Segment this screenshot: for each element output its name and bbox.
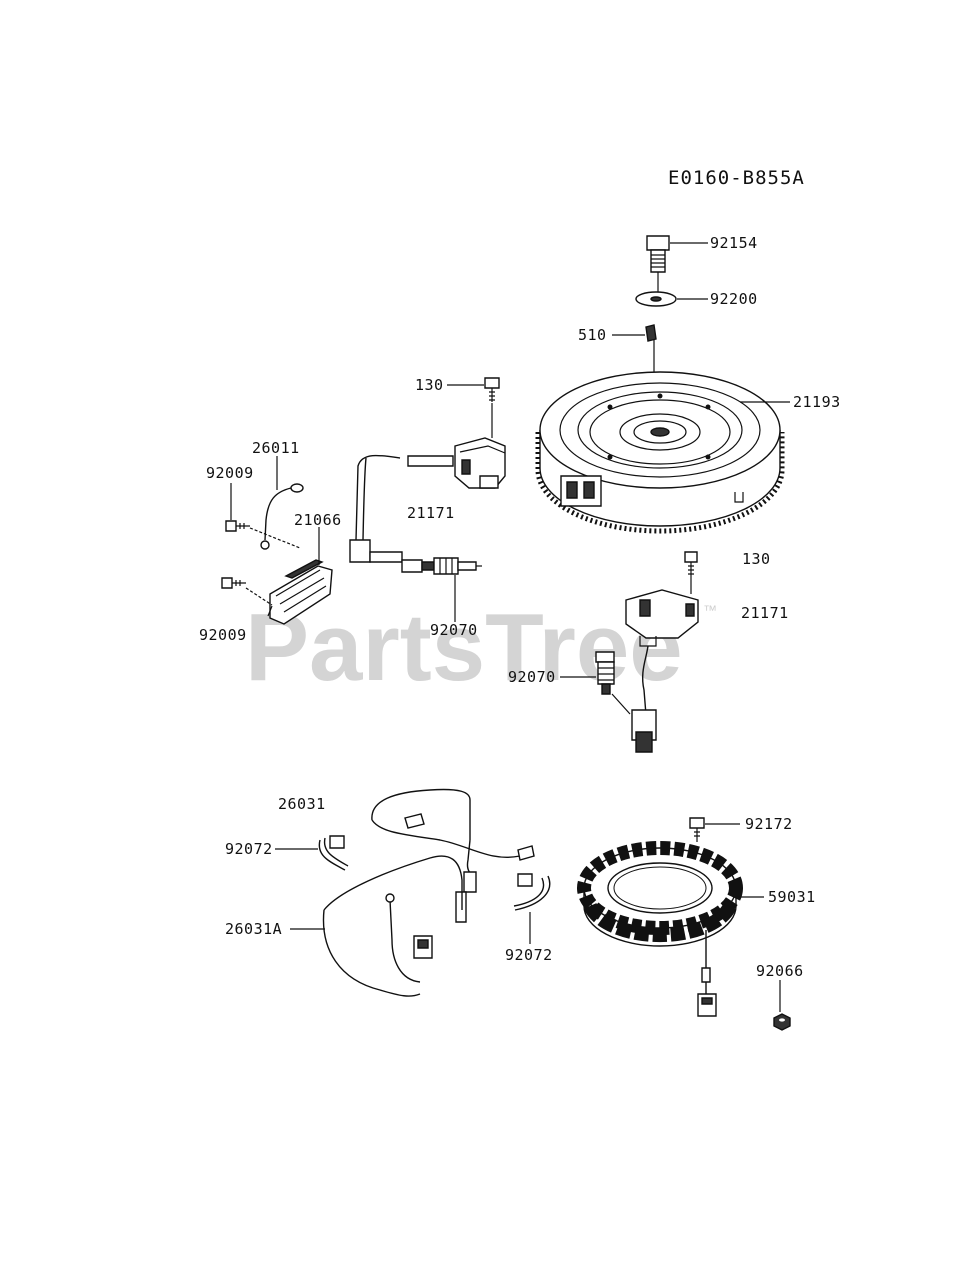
callout-21066[interactable]: 21066 — [294, 511, 342, 529]
ignition-coil-21171-upper[interactable] — [349, 437, 506, 563]
stator-59031[interactable] — [577, 841, 743, 1017]
callout-92009-lower[interactable]: 92009 — [199, 626, 247, 644]
ground-wire-26011[interactable] — [260, 483, 304, 550]
clamp-92072-upper[interactable] — [318, 835, 349, 871]
bolt-92009-lower[interactable] — [221, 577, 246, 589]
callout-26031A[interactable]: 26031A — [225, 920, 282, 938]
callout-21171-upper[interactable]: 21171 — [407, 504, 455, 522]
bolt-axis-upper — [249, 527, 301, 549]
wire-harness-26031[interactable] — [371, 788, 535, 923]
watermark-brand: PartsTree — [245, 594, 683, 701]
spark-plug-92070-lower[interactable] — [595, 651, 631, 715]
wire-harness-26031A[interactable] — [322, 855, 463, 997]
callout-92172[interactable]: 92172 — [745, 815, 793, 833]
screw-92172[interactable] — [689, 817, 705, 842]
diagram-code: E0160-B855A — [668, 167, 805, 189]
flywheel-21193[interactable] — [535, 371, 785, 534]
spark-plug-92070-upper[interactable] — [401, 557, 482, 575]
bolt-axis-lower — [245, 587, 273, 606]
ignition-coil-21171-lower[interactable] — [625, 589, 699, 753]
bolt-130-upper[interactable] — [484, 377, 500, 402]
nut-92066[interactable] — [773, 1013, 791, 1031]
key-510[interactable] — [645, 324, 657, 342]
washer-92200[interactable] — [635, 291, 677, 307]
regulator-21066[interactable] — [267, 559, 333, 625]
callout-92070-upper[interactable]: 92070 — [430, 621, 478, 639]
callout-59031[interactable]: 59031 — [768, 888, 816, 906]
callout-26031[interactable]: 26031 — [278, 795, 326, 813]
watermark-trademark: ™ — [703, 602, 717, 618]
callout-92070-lower[interactable]: 92070 — [508, 668, 556, 686]
callout-92154[interactable]: 92154 — [710, 234, 758, 252]
callout-510[interactable]: 510 — [578, 326, 607, 344]
bolt-130-lower[interactable] — [684, 551, 698, 578]
bolt-92154[interactable] — [646, 235, 670, 273]
callout-130-lower[interactable]: 130 — [742, 550, 771, 568]
callout-92009-upper[interactable]: 92009 — [206, 464, 254, 482]
callout-92072-lower[interactable]: 92072 — [505, 946, 553, 964]
callout-92066[interactable]: 92066 — [756, 962, 804, 980]
clamp-92072-lower[interactable] — [513, 873, 551, 911]
callout-92072-upper[interactable]: 92072 — [225, 840, 273, 858]
callout-130-upper[interactable]: 130 — [415, 376, 444, 394]
callout-92200[interactable]: 92200 — [710, 290, 758, 308]
callout-26011[interactable]: 26011 — [252, 439, 300, 457]
callout-21193[interactable]: 21193 — [793, 393, 841, 411]
callout-21171-lower[interactable]: 21171 — [741, 604, 789, 622]
bolt-92009-upper[interactable] — [225, 520, 250, 532]
